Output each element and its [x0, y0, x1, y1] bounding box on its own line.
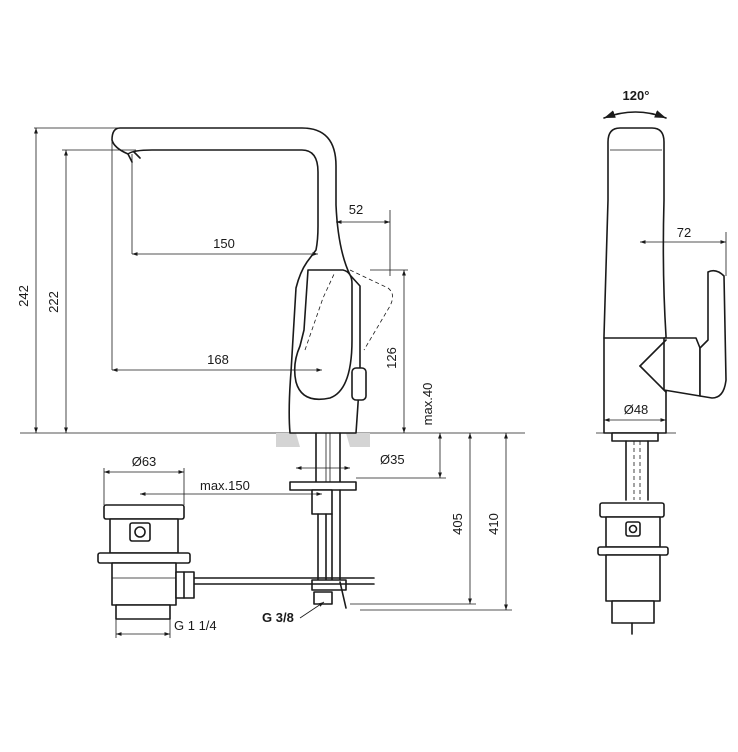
label-max40: max.40	[420, 383, 435, 426]
dimension-lines	[34, 127, 727, 638]
faucet-side-view	[20, 127, 525, 609]
label-222: 222	[46, 291, 61, 313]
label-126: 126	[384, 347, 399, 369]
label-150: 150	[213, 236, 235, 251]
label-g114: G 1 1/4	[174, 618, 217, 633]
label-dia35: Ø35	[380, 452, 405, 467]
label-72: 72	[677, 225, 691, 240]
front-body	[603, 127, 667, 434]
dimension-labels: 120° 242 222 150 168 52 126 max.40 Ø35 Ø…	[16, 88, 691, 633]
label-242: 242	[16, 285, 31, 307]
faucet-front-view	[596, 110, 727, 635]
label-g38: G 3/8	[262, 610, 294, 625]
label-max150: max.150	[200, 478, 250, 493]
label-dia48: Ø48	[624, 402, 649, 417]
label-52: 52	[349, 202, 363, 217]
waste-drain	[97, 504, 195, 620]
lever-handle	[293, 269, 353, 401]
label-dia63: Ø63	[132, 454, 157, 469]
front-lever	[663, 337, 701, 397]
label-168: 168	[207, 352, 229, 367]
label-405: 405	[450, 513, 465, 535]
label-rotation: 120°	[623, 88, 650, 103]
label-410: 410	[486, 513, 501, 535]
